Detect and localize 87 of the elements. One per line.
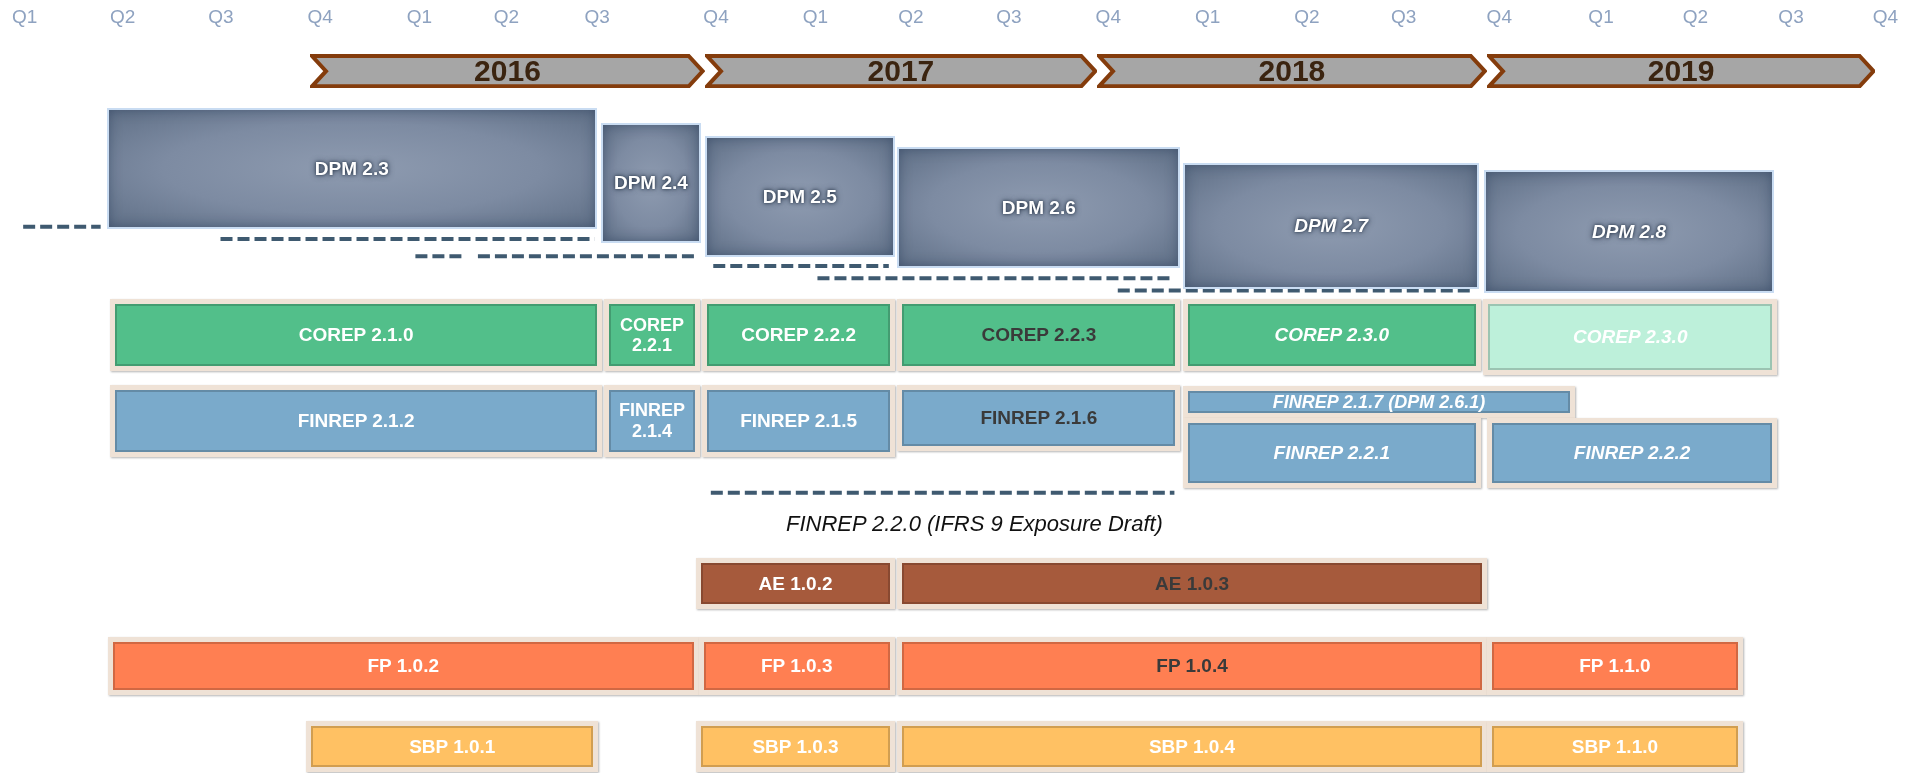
version-label: FP 1.1.0 xyxy=(1579,655,1651,678)
version-label: FINREP 2.2.2 xyxy=(1573,442,1691,464)
quarter-label: Q1 xyxy=(802,6,828,28)
version-label: DPM 2.3 xyxy=(314,157,389,180)
sbp-version-bar xyxy=(696,720,895,773)
fp-version-bar xyxy=(897,637,1487,695)
fp-version-bar xyxy=(1486,637,1743,695)
version-label: FINREP 2.1.5 xyxy=(740,410,857,432)
quarter-label: Q3 xyxy=(1391,6,1417,28)
fp-version-bar xyxy=(698,637,895,695)
version-label: SBP 1.1.0 xyxy=(1571,735,1659,758)
fp-version-bar xyxy=(107,637,699,695)
year-banner xyxy=(704,53,1098,89)
version-label: COREP 2.3.0 xyxy=(1573,326,1688,348)
version-label: 2017 xyxy=(867,53,935,89)
quarter-label: Q3 xyxy=(1778,6,1804,28)
dpm-version-box xyxy=(106,107,597,230)
finrep-version-bar xyxy=(1486,418,1778,488)
finrep-version-bar xyxy=(110,384,602,458)
version-label: FP 1.0.4 xyxy=(1156,655,1228,678)
version-label: COREP 2.2.1 xyxy=(619,314,686,356)
version-label: SBP 1.0.1 xyxy=(409,735,496,758)
corep-version-bar xyxy=(604,299,700,372)
version-label: FINREP 2.1.6 xyxy=(980,407,1098,429)
version-label: FINREP 2.2.1 xyxy=(1273,442,1391,464)
version-label: 2018 xyxy=(1258,53,1326,89)
dpm-version-box xyxy=(600,122,702,243)
version-label: DPM 2.8 xyxy=(1592,220,1666,243)
finrep-version-bar xyxy=(1182,418,1481,488)
version-label: COREP 2.3.0 xyxy=(1274,324,1389,347)
quarter-label: Q2 xyxy=(1294,6,1320,28)
quarter-label: Q1 xyxy=(406,6,433,28)
finrep-version-bar xyxy=(897,384,1181,452)
version-label: FINREP 2.1.4 xyxy=(618,400,687,442)
corep-version-bar xyxy=(702,299,895,372)
version-label: 2016 xyxy=(474,53,541,89)
version-label: SBP 1.0.3 xyxy=(752,735,839,758)
quarter-label: Q4 xyxy=(1872,6,1899,28)
year-banner xyxy=(1097,53,1487,89)
version-label: FP 1.0.3 xyxy=(761,655,833,678)
version-label: SBP 1.0.4 xyxy=(1148,735,1236,758)
finrep-version-bar xyxy=(702,384,895,458)
version-label: COREP 2.2.3 xyxy=(981,324,1097,347)
version-label: FINREP 2.1.2 xyxy=(297,410,415,432)
version-label: DPM 2.6 xyxy=(1001,196,1076,219)
quarter-label: Q2 xyxy=(493,6,520,28)
corep-version-bar xyxy=(110,299,602,372)
quarter-label: Q4 xyxy=(1486,6,1512,28)
version-label: DPM 2.7 xyxy=(1294,215,1369,238)
dpm-version-box xyxy=(1182,163,1480,290)
version-label: FINREP 2.1.7 (DPM 2.6.1) xyxy=(1272,391,1486,413)
version-label: DPM 2.4 xyxy=(613,171,688,194)
quarter-label: Q1 xyxy=(12,6,38,28)
quarter-label: Q3 xyxy=(584,6,610,28)
quarter-label: Q2 xyxy=(898,6,924,28)
version-label: FP 1.0.2 xyxy=(367,655,439,678)
version-label: AE 1.0.3 xyxy=(1155,572,1229,595)
quarter-label: Q2 xyxy=(1682,6,1709,28)
sbp-version-bar xyxy=(306,720,599,773)
version-label: COREP 2.2.2 xyxy=(741,324,856,347)
dpm-version-box xyxy=(1484,170,1774,293)
quarter-label: Q2 xyxy=(110,6,136,28)
version-label: COREP 2.1.0 xyxy=(298,324,414,347)
version-label: AE 1.0.2 xyxy=(758,572,833,595)
corep-version-bar xyxy=(897,299,1181,372)
finrep-version-bar xyxy=(1182,386,1576,418)
sbp-version-bar xyxy=(1486,720,1743,773)
dpm-version-box xyxy=(897,147,1181,269)
corep-version-bar xyxy=(1483,299,1778,376)
ae-version-bar xyxy=(897,557,1487,610)
quarter-label: Q4 xyxy=(703,6,729,28)
finrep-version-bar xyxy=(604,384,700,458)
dpm-version-box xyxy=(704,136,895,258)
quarter-label: Q4 xyxy=(1095,6,1121,28)
quarter-label: Q1 xyxy=(1194,6,1221,28)
ae-version-bar xyxy=(696,557,895,610)
quarter-label: Q1 xyxy=(1588,6,1614,28)
version-label: DPM 2.5 xyxy=(762,185,837,208)
sbp-version-bar xyxy=(897,720,1487,773)
note-label: FINREP 2.2.0 (IFRS 9 Exposure Draft) xyxy=(786,511,1163,538)
corep-version-bar xyxy=(1182,299,1481,372)
quarter-label: Q3 xyxy=(996,6,1022,28)
year-banner xyxy=(310,53,705,89)
year-banner xyxy=(1486,53,1876,89)
version-label: 2019 xyxy=(1647,53,1715,89)
quarter-label: Q3 xyxy=(208,6,234,28)
quarter-label: Q4 xyxy=(307,6,333,28)
